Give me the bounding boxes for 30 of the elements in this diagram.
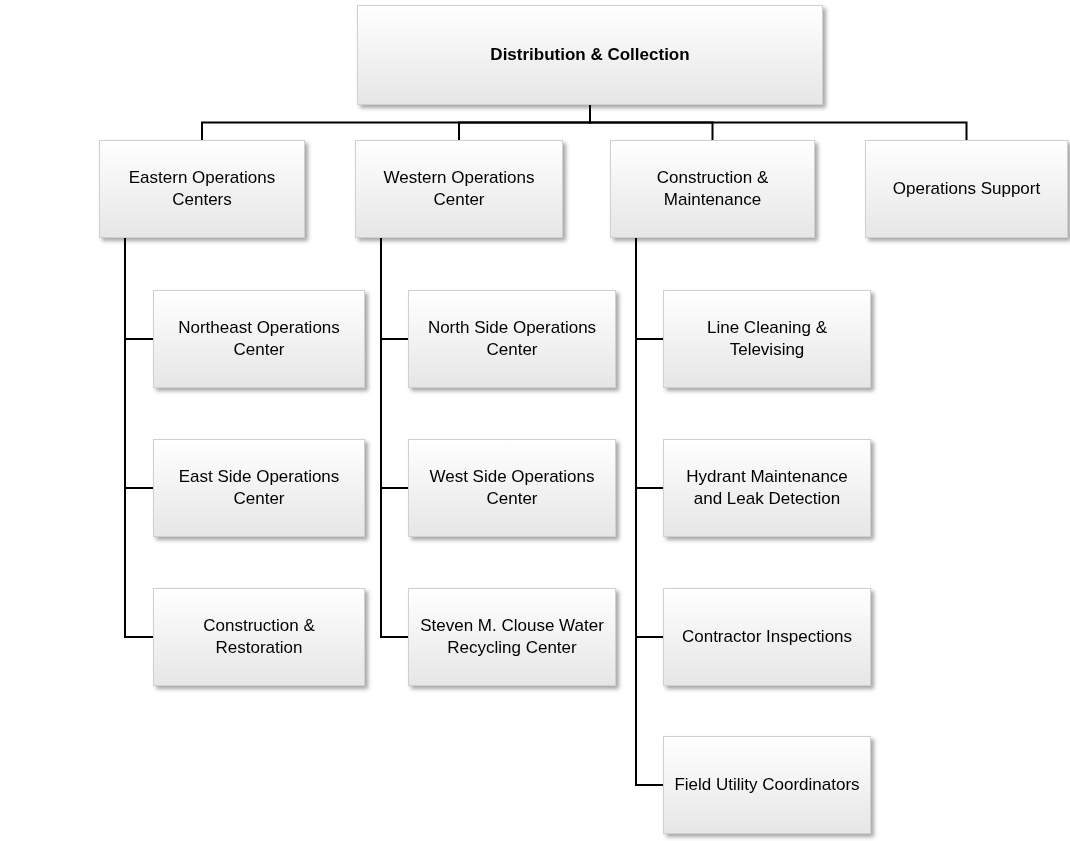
org-box <box>153 290 365 388</box>
box-label: Operations Support <box>892 177 1041 200</box>
org-box <box>153 588 365 686</box>
org-box <box>865 140 1068 238</box>
org-box <box>663 290 871 388</box>
box-label: Construction & Restoration <box>202 614 316 659</box>
org-box <box>408 290 616 388</box>
org-box <box>153 439 365 537</box>
box-label: Distribution & Collection <box>490 43 690 66</box>
org-box <box>99 140 305 238</box>
box-label: Eastern Operations Centers <box>127 166 277 211</box>
box-label: Northeast Operations Center <box>177 316 341 361</box>
org-box <box>663 736 871 834</box>
org-box <box>663 439 871 537</box>
org-box <box>408 588 616 686</box>
org-box <box>408 439 616 537</box>
box-label: Steven M. Clouse Water Recycling Center <box>419 614 605 659</box>
box-label: Contractor Inspections <box>681 625 853 648</box>
org-box <box>357 5 823 105</box>
box-label: Construction & Maintenance <box>655 166 770 211</box>
box-label: Line Cleaning & Televising <box>706 316 828 361</box>
org-box <box>610 140 815 238</box>
box-label: East Side Operations Center <box>177 465 341 510</box>
box-label: Western Operations Center <box>382 166 536 211</box>
box-label: Hydrant Maintenance and Leak Detection <box>685 465 849 510</box>
box-label: Field Utility Coordinators <box>674 773 860 796</box>
box-label: North Side Operations Center <box>426 316 598 361</box>
box-label: West Side Operations Center <box>428 465 596 510</box>
org-box <box>663 588 871 686</box>
org-box <box>355 140 563 238</box>
